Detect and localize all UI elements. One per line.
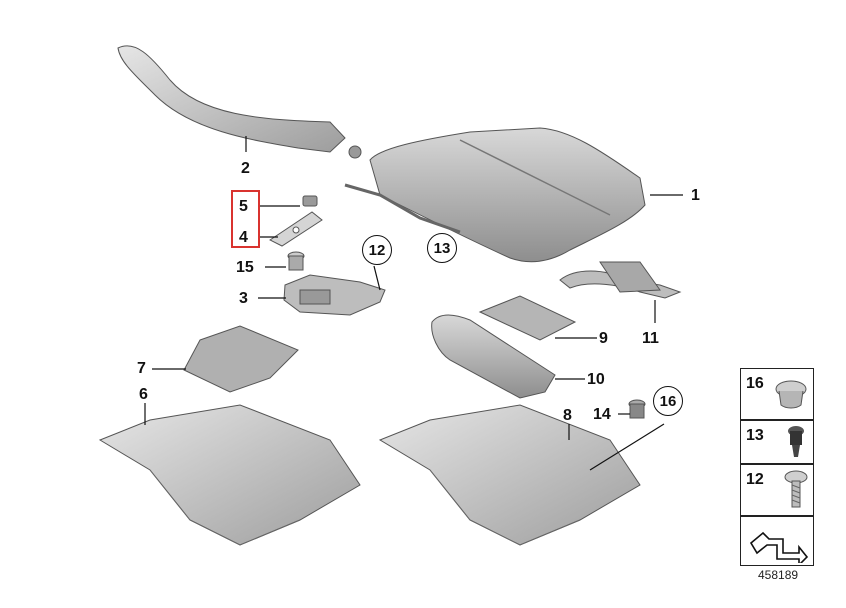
callout-4[interactable]: 4 (239, 229, 248, 246)
part-15-clip (287, 251, 305, 271)
part-10-tray (431, 314, 556, 399)
part-9-mat (478, 295, 577, 341)
plug-cap-icon (775, 380, 807, 409)
rubber-bumper-icon (788, 426, 804, 457)
callout-2[interactable]: 2 (241, 160, 250, 177)
screw-icon (784, 470, 808, 508)
part-1-armrest-lid (344, 127, 646, 263)
callout-3[interactable]: 3 (239, 290, 248, 307)
callout-6[interactable]: 6 (139, 386, 148, 403)
legend-item-arrow (740, 516, 814, 566)
callout-9[interactable]: 9 (599, 330, 608, 347)
callout-7[interactable]: 7 (137, 360, 146, 377)
callout-5[interactable]: 5 (239, 198, 248, 215)
callout-1[interactable]: 1 (691, 187, 700, 204)
legend-item-16: 16 (740, 368, 814, 420)
part-8-storage-bin (378, 404, 641, 546)
legend-number: 12 (746, 471, 764, 488)
part-2-trim-strip (117, 45, 362, 159)
legend-number: 13 (746, 427, 764, 444)
legend-item-13: 13 (740, 420, 814, 464)
highlight-box (231, 190, 260, 248)
part-3-latch (283, 274, 386, 316)
callout-16-circled[interactable]: 16 (653, 386, 683, 416)
location-arrow-icon (749, 531, 809, 563)
part-6-storage-bin (98, 404, 361, 546)
part-5-clip (302, 195, 318, 207)
diagram-id: 458189 (758, 568, 799, 582)
callout-8[interactable]: 8 (563, 407, 572, 424)
callout-11[interactable]: 11 (642, 330, 659, 347)
callout-13-circled[interactable]: 13 (427, 233, 457, 263)
part-11-cupholder-frame (559, 261, 682, 299)
legend-item-12: 12 (740, 464, 814, 516)
callout-10[interactable]: 10 (587, 371, 605, 388)
leader-lines (144, 136, 683, 471)
callout-14[interactable]: 14 (593, 406, 611, 423)
part-4-bracket (269, 211, 323, 247)
callout-12-circled[interactable]: 12 (362, 235, 392, 265)
legend-number: 16 (746, 375, 764, 392)
part-7-mat (183, 325, 299, 393)
callout-15[interactable]: 15 (236, 259, 254, 276)
part-14-plug (628, 399, 646, 419)
